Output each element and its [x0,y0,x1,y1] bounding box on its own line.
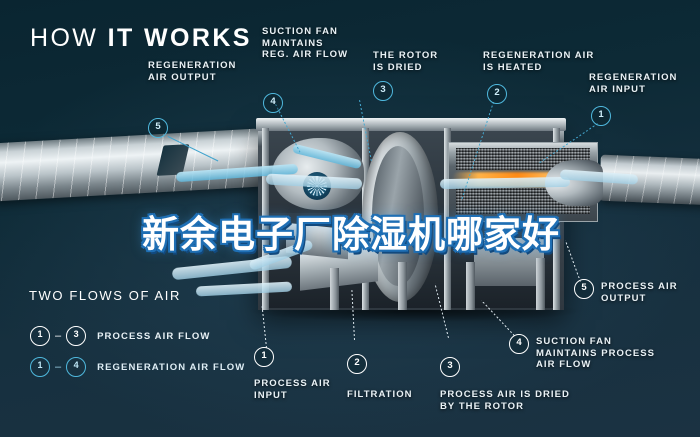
cabinet-leg-3 [466,262,475,310]
line-2: IS DRIED [373,61,423,73]
line-2: AIR OUTPUT [148,71,217,83]
line-3: AIR FLOW [536,359,592,371]
left-spiral-duct [0,128,262,202]
line-2: AIR INPUT [589,83,646,95]
page-title: HOW IT WORKS [30,24,252,53]
legend-label-process-air-flow: PROCESS AIR FLOW [97,330,211,342]
line-2: MAINTAINS PROCESS [536,347,656,359]
line-1: PROCESS AIR IS DRIED [440,389,570,400]
line-1: THE ROTOR [373,50,439,61]
legend-row-process-air-flow: 1 – 3 PROCESS AIR FLOW [30,326,210,346]
callout-label-suction-fan-reg: SUCTION FAN MAINTAINS REG. AIR FLOW [262,26,374,61]
watermark-text: 新余电子厂除湿机哪家好 [142,213,560,256]
callout-label-rotor-is-dried: THE ROTOR IS DRIED [373,50,477,73]
legend-marker-from-1-blue: 1 [30,357,50,377]
line-1: SUCTION FAN [536,336,612,347]
page-title-bold: IT WORKS [107,24,252,52]
callout-label-regeneration-air-input: REGENERATION AIR INPUT [589,72,693,95]
line-1: PROCESS AIR [601,281,678,292]
frame-post-left [262,128,269,310]
line-2: INPUT [254,389,288,401]
cabinet-leg-2 [398,262,407,310]
callout-label-regeneration-air-heated: REGENERATION AIR IS HEATED [483,50,609,73]
marker-1-process-air-input[interactable]: 1 [254,347,274,367]
lower-panel-c [474,238,544,286]
legend-title: TWO FLOWS OF AIR [29,288,181,303]
line-1: REGENERATION AIR [483,50,595,61]
legend-marker-to-4-blue: 4 [66,357,87,377]
frame-post-mid-right [444,128,451,310]
line-2: MAINTAINS [262,37,324,49]
legend-marker-from-1: 1 [30,326,50,346]
marker-3-rotor-dried[interactable]: 3 [373,81,393,101]
marker-4-suction-fan-process[interactable]: 4 [509,334,529,354]
marker-2-filtration[interactable]: 2 [347,354,367,374]
cabinet-leg-1 [330,268,339,310]
line-1: SUCTION FAN [262,26,338,37]
marker-1-reg-air-input[interactable]: 1 [591,106,611,126]
callout-label-regeneration-air-output: REGENERATION AIR OUTPUT [148,60,268,83]
line-1: PROCESS AIR [254,378,331,389]
line-1: REGENERATION [589,72,678,83]
legend-label-regeneration-air-flow: REGENERATION AIR FLOW [97,361,246,373]
marker-2-reg-air-heated[interactable]: 2 [487,84,507,104]
callout-label-filtration: FILTRATION [347,389,437,401]
cabinet-leg-4 [536,258,545,310]
line-2: OUTPUT [601,292,647,304]
legend-marker-to-3: 3 [66,326,87,346]
callout-label-process-air-input: PROCESS AIR INPUT [254,378,364,401]
marker-5-regeneration-output[interactable]: 5 [148,118,168,138]
marker-3-process-air-dried[interactable]: 3 [440,357,460,377]
page-title-light: HOW [30,24,108,52]
line-2: BY THE ROTOR [440,400,525,412]
callout-label-process-air-output: PROCESS AIR OUTPUT [601,281,697,304]
marker-5-process-air-output[interactable]: 5 [574,279,594,299]
line-1: FILTRATION [347,389,413,400]
line-2: IS HEATED [483,61,543,73]
cabinet-top-rail [256,118,566,131]
legend-dash-blue: – [55,361,62,373]
marker-4-suction-fan-reg[interactable]: 4 [263,93,283,113]
legend-row-regeneration-air-flow: 1 – 4 REGENERATION AIR FLOW [30,357,245,377]
line-1: REGENERATION [148,60,237,71]
legend-dash: – [55,330,62,342]
callout-label-suction-fan-process: SUCTION FAN MAINTAINS PROCESS AIR FLOW [536,336,680,371]
line-3: REG. AIR FLOW [262,49,349,61]
callout-label-process-air-dried: PROCESS AIR IS DRIED BY THE ROTOR [440,389,590,412]
